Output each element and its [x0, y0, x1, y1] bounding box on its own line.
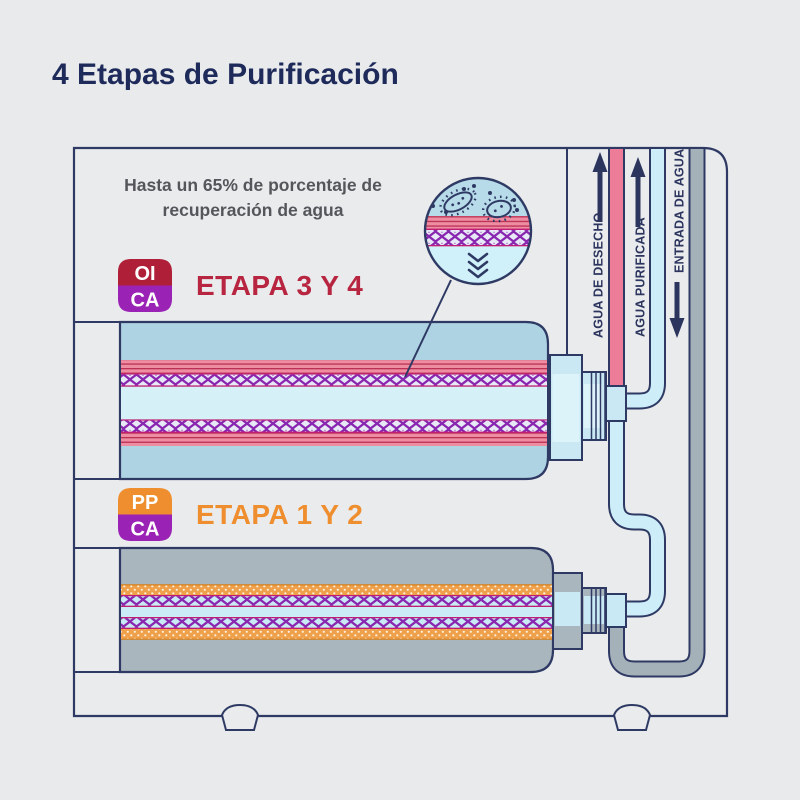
- device-foot-right: [612, 703, 652, 731]
- membrane-lattice-band: [121, 420, 547, 432]
- badge-oi: [118, 259, 172, 286]
- stage12-badge: PP CA: [118, 488, 172, 541]
- badge-pp-label: PP: [132, 492, 159, 514]
- membrane-lattice-band: [121, 596, 552, 606]
- lattice-edge: [121, 385, 547, 387]
- membrane-orange-band: [121, 585, 552, 595]
- neck12-nub: [605, 593, 627, 628]
- orange-edge: [121, 638, 552, 640]
- magnifier-lattice-band: [425, 230, 531, 245]
- membrane-lattice-band: [121, 618, 552, 628]
- device-foot-left: [220, 703, 260, 731]
- badge-pp: [118, 488, 172, 515]
- pipe-purified-label: AGUA PURIFICADA: [634, 217, 648, 337]
- lattice-edge: [121, 605, 552, 607]
- page-title: 4 Etapas de Purificación: [52, 58, 399, 91]
- filter-stage-3-4: [118, 320, 550, 481]
- neck34-nub: [605, 385, 627, 422]
- lattice-edge: [121, 373, 547, 375]
- pipe-inlet-label: ENTRADA DE AGUA: [673, 149, 687, 273]
- flow-annotations: AGUA DE DESECHO AGUA PURIFICADA ENTRADA …: [592, 149, 687, 338]
- lattice-edge: [121, 595, 552, 597]
- lattice-edge: [121, 627, 552, 629]
- magnifier-pointer-line: [404, 279, 452, 378]
- pipe-network: [608, 149, 706, 678]
- filter12-membrane-layers: [121, 584, 552, 640]
- membrane-pink-stripe-band: [121, 433, 547, 446]
- recovery-note-line1: Hasta un 65% de porcentaje de: [124, 175, 382, 195]
- membrane-lattice-band: [121, 374, 547, 386]
- stage-1-2-header: PP CA ETAPA 1 Y 2: [118, 488, 363, 541]
- recovery-note: Hasta un 65% de porcentaje de recuperaci…: [124, 175, 382, 220]
- badge-ca: [118, 514, 172, 541]
- pipe-inlet: [610, 149, 704, 676]
- waste-flow: AGUA DE DESECHO: [592, 152, 608, 338]
- chevron-down-icon: [467, 252, 489, 279]
- purified-flow: AGUA PURIFICADA: [630, 157, 648, 337]
- badge-ca-label: CA: [131, 519, 160, 541]
- membrane-pink-stripe-band: [121, 360, 547, 374]
- pipe-connector: [610, 408, 664, 616]
- lattice-edge: [425, 245, 531, 247]
- badge-ca-label: CA: [131, 290, 160, 312]
- neck12-step1-channel: [555, 592, 580, 626]
- neck34-step2-highlight: [584, 384, 602, 428]
- bacteria-icon: [439, 187, 517, 223]
- lattice-edge: [121, 617, 552, 619]
- lattice-edge: [121, 431, 547, 433]
- filter12-neck: [552, 572, 627, 650]
- stage34-badge: OI CA: [118, 259, 172, 312]
- bacterium-icon: [481, 195, 517, 223]
- lattice-edge: [121, 419, 547, 421]
- shelf-lines: [74, 321, 120, 673]
- badge-oi-label: OI: [134, 263, 155, 285]
- stage34-title: ETAPA 3 Y 4: [196, 270, 363, 301]
- filter34-neck: [549, 354, 627, 461]
- pipe-waste-label: AGUA DE DESECHO: [592, 212, 606, 338]
- arrow-up-head-icon: [592, 152, 608, 172]
- neck12-step2-channel: [584, 596, 604, 624]
- recovery-note-line2: recuperación de agua: [163, 200, 344, 220]
- filter-stage-1-2: [118, 546, 555, 674]
- lattice-edge: [425, 228, 531, 230]
- arrow-up-head-icon: [630, 157, 646, 177]
- membrane-core: [121, 607, 552, 617]
- bacterium-icon: [439, 187, 477, 217]
- filter34-membrane-layers: [121, 360, 547, 446]
- arrow-down-head-icon: [669, 318, 685, 338]
- neck34-step1-highlight: [552, 374, 580, 442]
- stage12-title: ETAPA 1 Y 2: [196, 499, 363, 530]
- stage-3-4-header: OI CA ETAPA 3 Y 4: [118, 259, 363, 312]
- membrane-core: [121, 386, 547, 420]
- pipe-purified: [614, 149, 664, 408]
- magnifier-pink-band: [425, 216, 531, 229]
- magnifier-ring: [423, 176, 533, 286]
- membrane-orange-band: [121, 629, 552, 639]
- orange-edge: [121, 584, 552, 586]
- inlet-flow: ENTRADA DE AGUA: [669, 149, 687, 338]
- badge-ca: [118, 285, 172, 312]
